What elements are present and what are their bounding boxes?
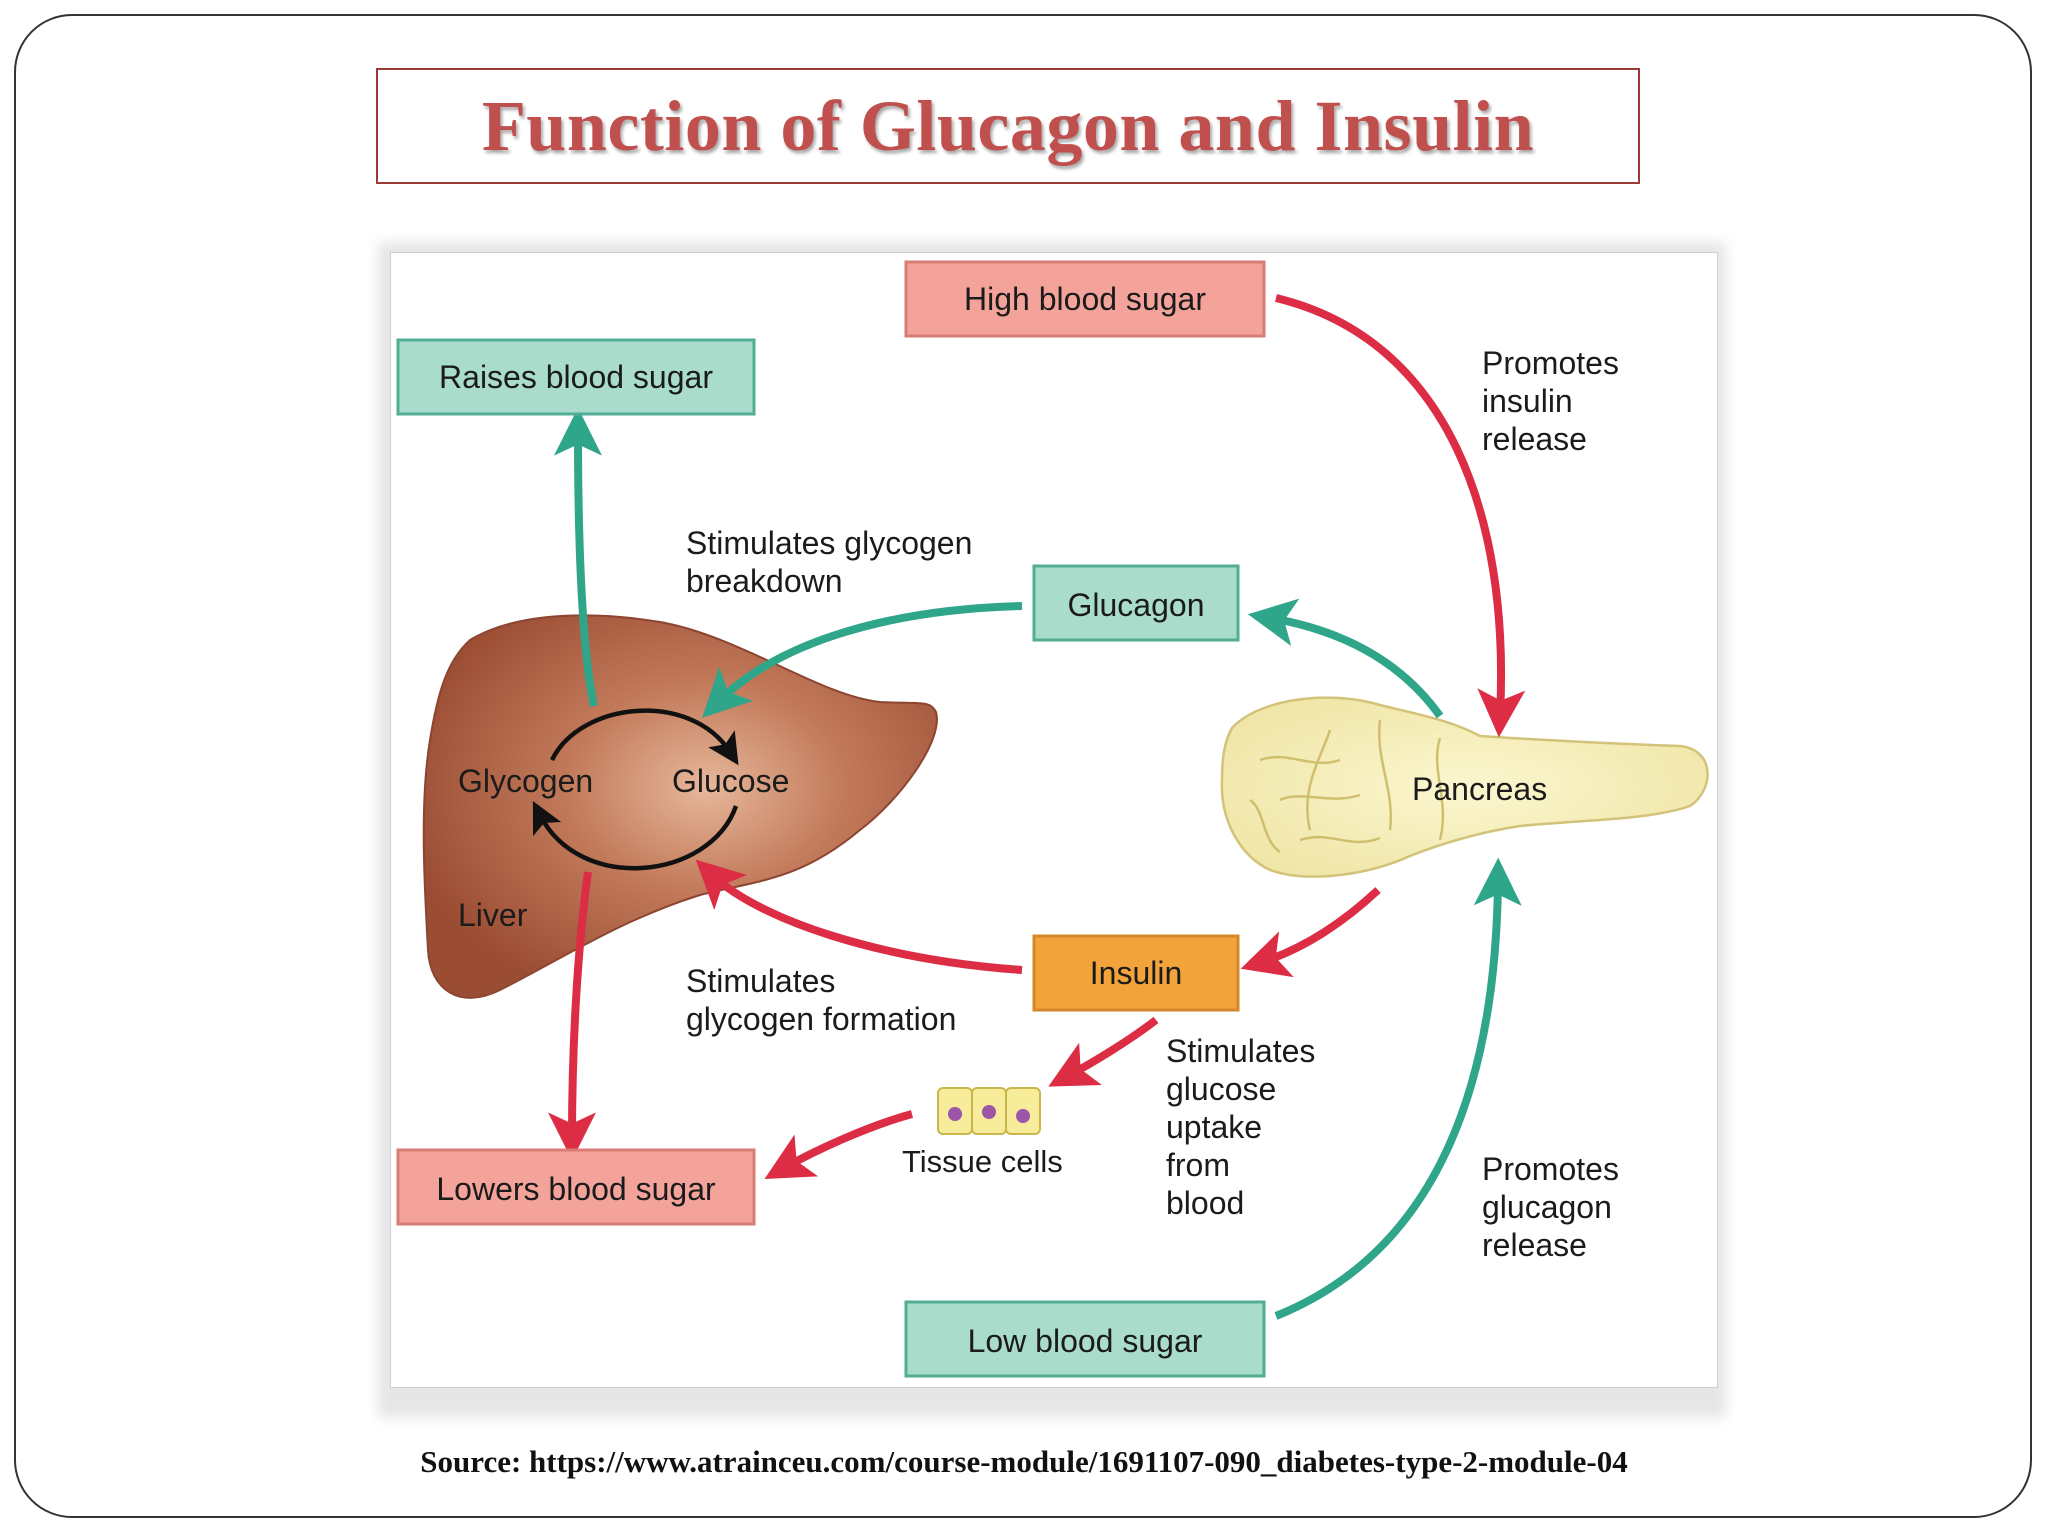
liver-label: Liver [458, 897, 528, 933]
glucagon-box: Glucagon [1032, 564, 1240, 642]
svg-text:insulin: insulin [1482, 383, 1573, 419]
svg-text:release: release [1482, 1227, 1587, 1263]
svg-text:glucose: glucose [1166, 1071, 1276, 1107]
arrow-glucose-to-raises [554, 407, 603, 707]
high-blood-sugar-box: High blood sugar [904, 260, 1266, 338]
svg-text:breakdown: breakdown [686, 563, 843, 599]
cycle-arrow-bottom [532, 800, 739, 871]
liver-shape [422, 614, 938, 999]
high-blood-sugar-label: High blood sugar [964, 281, 1206, 317]
lowers-blood-sugar-box: Lowers blood sugar [396, 1148, 756, 1226]
source-citation: Source: https://www.atrainceu.com/course… [420, 1444, 1628, 1479]
cycle-arrow-top [549, 708, 739, 766]
svg-text:glycogen formation: glycogen formation [686, 1001, 956, 1037]
arrow-high-sugar-to-pancreas [1275, 294, 1526, 738]
arrow-liver-to-lowers [548, 871, 597, 1161]
tissue-cells-label: Tissue cells [902, 1144, 1063, 1179]
raises-blood-sugar-label: Raises blood sugar [439, 359, 713, 395]
arrow-low-sugar-to-pancreas [1274, 857, 1522, 1320]
insulin-label: Insulin [1090, 955, 1183, 991]
svg-text:uptake: uptake [1166, 1109, 1262, 1145]
arrow-tissue-to-lowers [764, 1110, 914, 1179]
svg-text:Promotes: Promotes [1482, 1151, 1619, 1187]
annotation-stimulates-glycogen-formation: Stimulates glycogen formation [686, 963, 956, 1037]
annotation-stimulates-glycogen-breakdown: Stimulates glycogen breakdown [686, 525, 972, 599]
arrow-pancreas-to-insulin [1240, 887, 1381, 978]
insulin-box: Insulin [1032, 934, 1240, 1012]
svg-text:glucagon: glucagon [1482, 1189, 1612, 1225]
svg-text:Promotes: Promotes [1482, 345, 1619, 381]
svg-text:from: from [1166, 1147, 1230, 1183]
low-blood-sugar-label: Low blood sugar [968, 1323, 1203, 1359]
annotation-stimulates-glucose-uptake: Stimulates glucose uptake from blood [1166, 1033, 1315, 1221]
glycogen-label: Glycogen [458, 763, 593, 799]
arrow-insulin-to-liver [695, 859, 1023, 974]
glucagon-label: Glucagon [1068, 587, 1205, 623]
svg-text:release: release [1482, 421, 1587, 457]
raises-blood-sugar-box: Raises blood sugar [396, 338, 756, 416]
svg-text:Stimulates: Stimulates [1166, 1033, 1315, 1069]
arrow-glucagon-to-liver [702, 602, 1023, 718]
title-box: Function of Glucagon and Insulin [376, 68, 1640, 184]
svg-text:Stimulates: Stimulates [686, 963, 835, 999]
annotation-promotes-glucagon-release: Promotes glucagon release [1482, 1151, 1619, 1263]
pancreas-label: Pancreas [1412, 771, 1547, 807]
svg-text:blood: blood [1166, 1185, 1244, 1221]
svg-text:Stimulates glycogen: Stimulates glycogen [686, 525, 972, 561]
pancreas-shape [1220, 696, 1709, 878]
glucose-label: Glucose [672, 763, 789, 799]
slide-title: Function of Glucagon and Insulin [481, 85, 1535, 166]
low-blood-sugar-box: Low blood sugar [904, 1300, 1266, 1378]
arrow-insulin-to-tissue [1048, 1016, 1159, 1087]
annotation-promotes-insulin-release: Promotes insulin release [1482, 345, 1619, 457]
lowers-blood-sugar-label: Lowers blood sugar [436, 1171, 716, 1207]
tissue-cells-graphic [937, 1087, 1041, 1135]
arrow-pancreas-to-glucagon [1247, 598, 1444, 719]
